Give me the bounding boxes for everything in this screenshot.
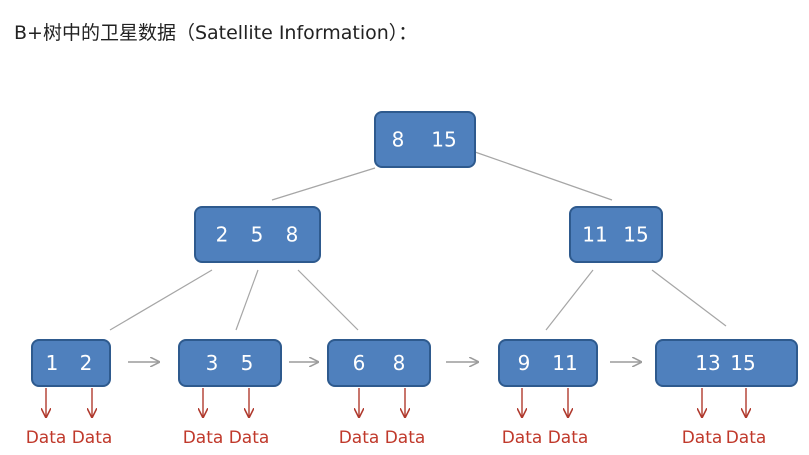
data-label: Data [183,428,224,448]
data-label: Data [726,428,767,448]
data-label: Data [26,428,67,448]
tree-edge [109,269,213,331]
leaf-node-4: 9 11 [498,339,598,387]
tree-edge [474,151,613,201]
tree-edge [271,167,376,201]
data-label: Data [72,428,113,448]
internal-node-1-box [194,206,321,263]
page-title: B+树中的卫星数据（Satellite Information）： [14,22,418,44]
leaf-node-5-box [655,339,798,387]
leaf-node-5-key: 15 [730,351,755,375]
tree-edge [545,269,594,331]
internal-node-2: 11 15 [569,206,663,263]
data-label: Data [385,428,426,448]
leaf-node-3-key: 8 [393,351,406,375]
leaf-node-2-box [178,339,282,387]
leaf-node-2-key: 5 [241,351,254,375]
data-label: Data [339,428,380,448]
leaf-node-4-key: 9 [518,351,531,375]
internal-node-1-key: 8 [286,223,299,247]
internal-node-2-key: 11 [582,223,607,247]
leaf-node-1-box [31,339,111,387]
data-label: Data [548,428,589,448]
tree-edge [651,269,727,327]
leaf-node-2-key: 3 [206,351,219,375]
leaf-node-5-key: 13 [695,351,720,375]
root-node-key: 8 [392,128,405,152]
leaf-node-1-key: 2 [80,351,93,375]
internal-node-1-key: 5 [251,223,264,247]
internal-node-2-key: 15 [623,223,648,247]
leaf-node-4-box [498,339,598,387]
root-node-box [374,111,476,168]
leaf-node-3-box [327,339,431,387]
leaf-node-4-key: 11 [552,351,577,375]
data-label: Data [229,428,270,448]
tree-edge [297,269,359,331]
tree-edge [235,269,259,331]
data-label: Data [502,428,543,448]
data-label: Data [682,428,723,448]
root-node-key: 15 [431,128,456,152]
leaf-node-5: 13 15 [655,339,798,387]
leaf-node-1-key: 1 [46,351,59,375]
root-node: 8 15 [374,111,476,168]
internal-node-2-box [569,206,663,263]
internal-node-1-key: 2 [216,223,229,247]
leaf-node-3-key: 6 [353,351,366,375]
